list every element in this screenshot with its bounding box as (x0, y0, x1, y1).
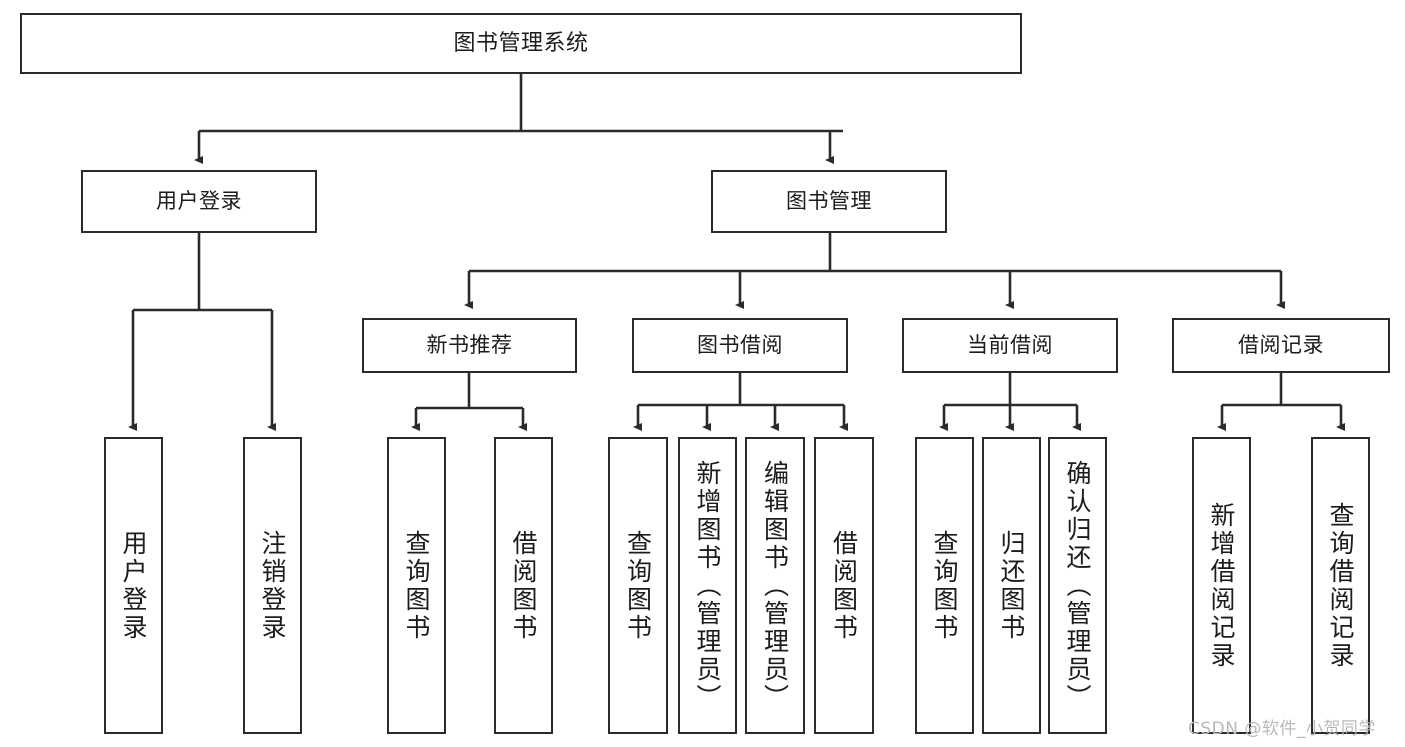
leaf-user-login[interactable]: 用户登录 (104, 437, 163, 734)
leaf-return-book[interactable]: 归还图书 (982, 437, 1041, 734)
node-borrow-record[interactable]: 借阅记录 (1172, 318, 1390, 373)
node-new-book-recommend-label: 新书推荐 (426, 333, 513, 358)
node-current-borrow[interactable]: 当前借阅 (902, 318, 1118, 373)
node-user-login[interactable]: 用户登录 (81, 170, 317, 233)
leaf-add-record[interactable]: 新增借阅记录 (1192, 437, 1251, 734)
leaf-confirm-return[interactable]: 确认归还（管理员） (1048, 437, 1107, 734)
leaf-add-book-label: 新增图书（管理员） (693, 459, 722, 712)
node-book-management-label: 图书管理 (786, 189, 872, 214)
leaf-confirm-return-label: 确认归还（管理员） (1063, 459, 1092, 712)
leaf-borrow-book-2[interactable]: 借阅图书 (814, 437, 874, 734)
leaf-edit-book-label: 编辑图书（管理员） (760, 459, 790, 712)
leaf-logout-login[interactable]: 注销登录 (243, 437, 302, 734)
leaf-query-book-1[interactable]: 查询图书 (387, 437, 446, 734)
node-borrow-record-label: 借阅记录 (1238, 333, 1324, 358)
leaf-add-book[interactable]: 新增图书（管理员） (678, 437, 737, 734)
leaf-borrow-book-1[interactable]: 借阅图书 (494, 437, 553, 734)
leaf-query-book-3-label: 查询图书 (930, 529, 959, 642)
csdn-watermark: CSDN @软件_小贺同学 (1188, 719, 1376, 739)
node-current-borrow-label: 当前借阅 (967, 333, 1053, 358)
leaf-edit-book[interactable]: 编辑图书（管理员） (745, 437, 805, 734)
node-book-management[interactable]: 图书管理 (711, 170, 947, 233)
leaf-query-book-2[interactable]: 查询图书 (608, 437, 668, 734)
node-new-book-recommend[interactable]: 新书推荐 (362, 318, 577, 373)
leaf-query-book-2-label: 查询图书 (623, 529, 653, 642)
leaf-user-login-label: 用户登录 (119, 529, 148, 642)
leaf-query-record-label: 查询借阅记录 (1326, 501, 1355, 670)
leaf-query-book-1-label: 查询图书 (402, 529, 431, 642)
leaf-return-book-label: 归还图书 (997, 529, 1026, 642)
leaf-query-record[interactable]: 查询借阅记录 (1311, 437, 1370, 734)
leaf-add-record-label: 新增借阅记录 (1207, 501, 1236, 670)
node-root-system-label: 图书管理系统 (453, 30, 589, 56)
leaf-borrow-book-2-label: 借阅图书 (829, 529, 859, 642)
leaf-query-book-3[interactable]: 查询图书 (915, 437, 974, 734)
node-user-login-label: 用户登录 (156, 189, 242, 214)
leaf-borrow-book-1-label: 借阅图书 (509, 529, 538, 642)
node-root-system[interactable]: 图书管理系统 (20, 13, 1022, 74)
node-book-borrow[interactable]: 图书借阅 (632, 318, 848, 373)
leaf-logout-login-label: 注销登录 (258, 529, 287, 642)
node-book-borrow-label: 图书借阅 (697, 333, 783, 358)
